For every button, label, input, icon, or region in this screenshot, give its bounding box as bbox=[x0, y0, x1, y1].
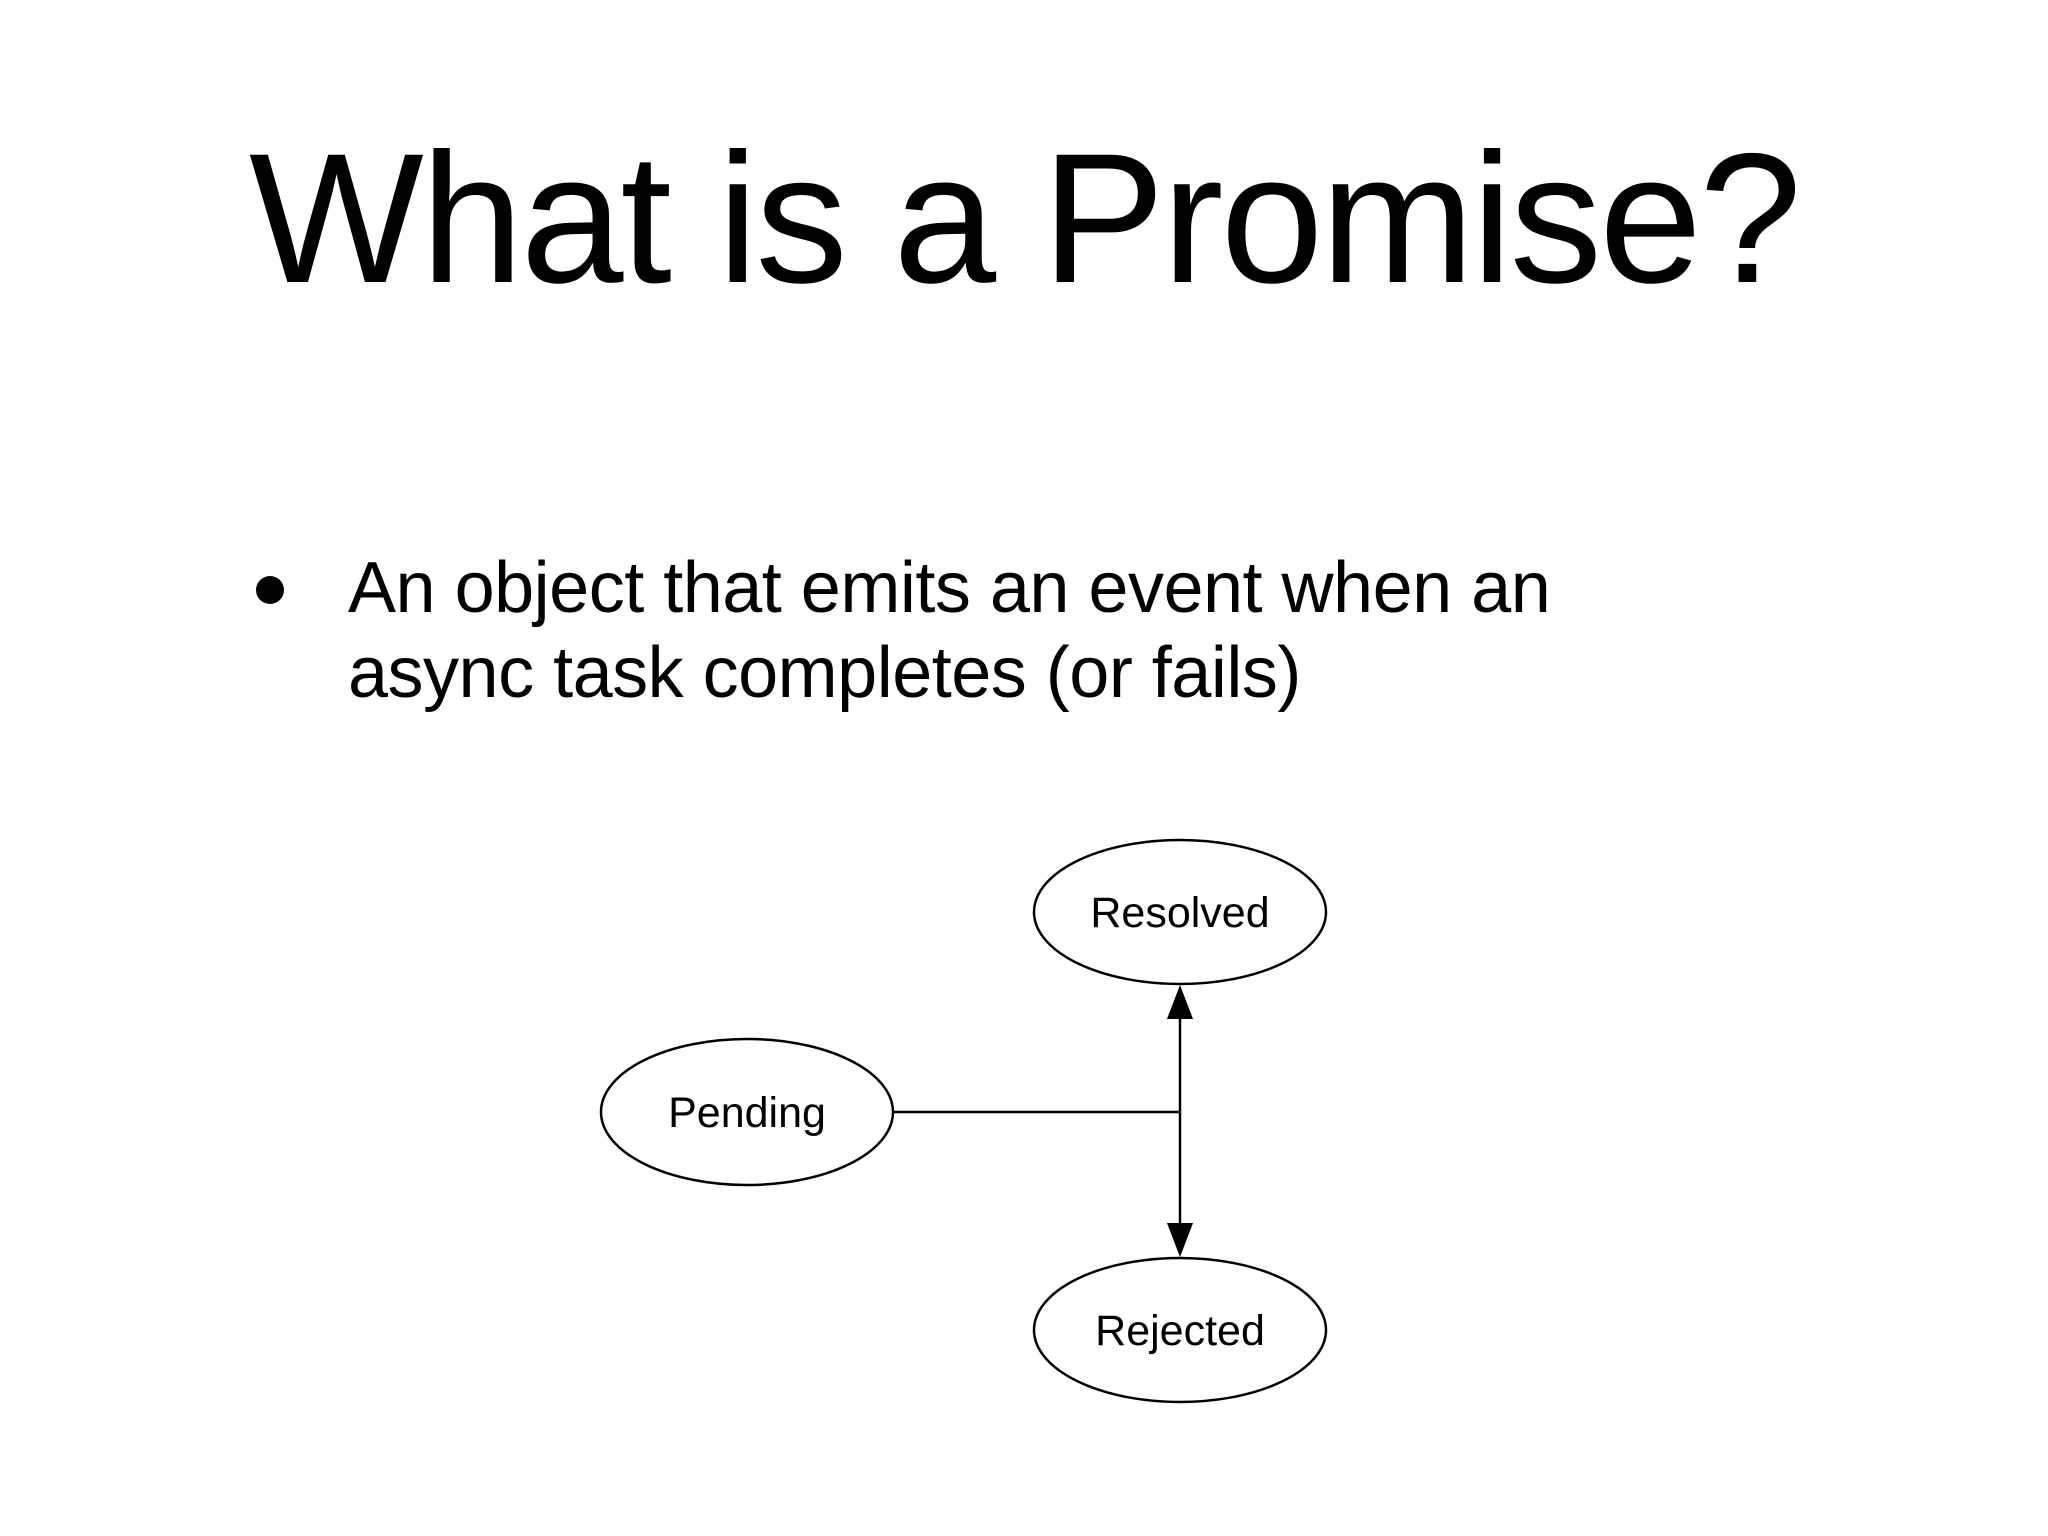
node-resolved-label: Resolved bbox=[1090, 889, 1269, 937]
node-rejected-ellipse bbox=[1032, 1256, 1328, 1404]
slide-title: What is a Promise? bbox=[249, 116, 1802, 322]
arrowhead-up-icon bbox=[1167, 985, 1193, 1019]
node-rejected-label: Rejected bbox=[1095, 1307, 1265, 1355]
node-pending-label: Pending bbox=[668, 1089, 826, 1137]
bullet-dot-icon bbox=[256, 576, 284, 604]
node-resolved-ellipse bbox=[1032, 838, 1328, 986]
bullet-text: An object that emits an event when an as… bbox=[348, 548, 1551, 713]
node-pending-ellipse bbox=[599, 1037, 895, 1187]
arrowhead-down-icon bbox=[1167, 1223, 1193, 1257]
bullet-item: An object that emits an event when an as… bbox=[256, 546, 1648, 716]
